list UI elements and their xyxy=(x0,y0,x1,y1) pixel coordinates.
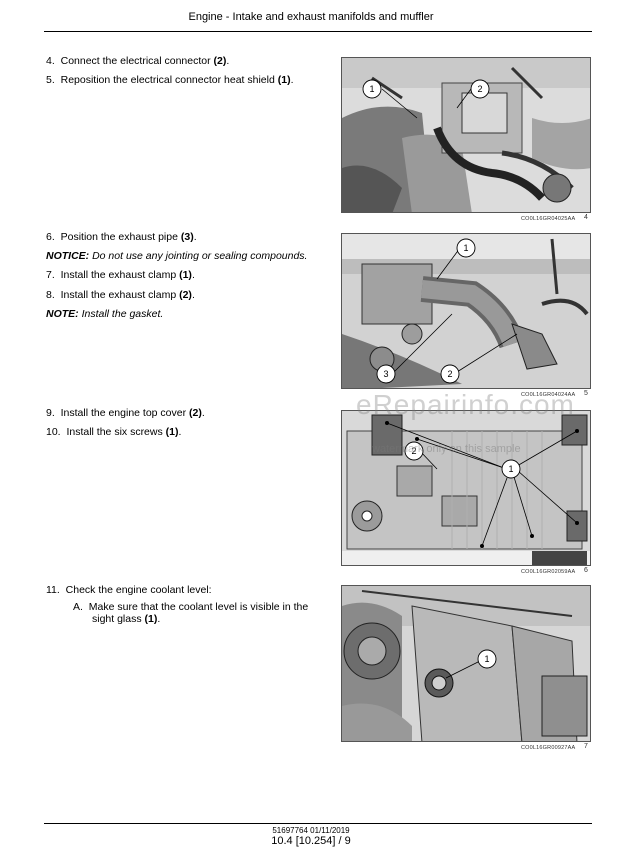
figure-4-electrical-connector: 1 2 xyxy=(341,57,591,213)
svg-text:1: 1 xyxy=(484,654,489,664)
watermark-text: eRepairinfo.com xyxy=(356,389,575,420)
document-id-date: 51697764 01/11/2019 xyxy=(272,826,350,835)
svg-text:2: 2 xyxy=(447,369,452,379)
header-divider xyxy=(44,31,592,32)
callout-2: 2 xyxy=(456,79,490,109)
figure-4-number: 4 xyxy=(584,214,588,221)
note-install-gasket: NOTE: Install the gasket. xyxy=(46,308,164,320)
svg-text:2: 2 xyxy=(411,446,416,456)
step-7: 7. Install the exhaust clamp (1). xyxy=(46,269,195,281)
figure-7-code: CO0L16GR00927AA xyxy=(521,745,576,751)
callout-1: 1 xyxy=(436,238,476,280)
step-9: 9. Install the engine top cover (2). xyxy=(46,407,205,419)
callout-2: 2 xyxy=(404,441,438,470)
page-number: 10.4 [10.254] / 9 xyxy=(271,835,351,847)
step-10: 10. Install the six screws (1). xyxy=(46,426,182,438)
callout-3: 3 xyxy=(376,313,453,384)
figure-5-number: 5 xyxy=(584,390,588,397)
notice-no-sealing: NOTICE: Do not use any jointing or seali… xyxy=(46,250,308,262)
step-11-a: A. Make sure that the coolant level is v… xyxy=(73,601,309,613)
callout-1: 1 xyxy=(445,649,497,679)
figure-7-number: 7 xyxy=(584,743,588,750)
svg-text:2: 2 xyxy=(477,84,482,94)
step-5: 5. Reposition the electrical connector h… xyxy=(46,74,294,86)
figure-4-code: CO0L16GR04025AA xyxy=(521,216,576,222)
figure-6-number: 6 xyxy=(584,567,588,574)
svg-text:1: 1 xyxy=(463,243,468,253)
figure-6-code: CO0L16GR02059AA xyxy=(521,569,576,575)
step-4: 4. Connect the electrical connector (2). xyxy=(46,55,230,67)
figure-5-exhaust-pipe: 1 3 2 xyxy=(341,233,591,389)
figure-5-code: CO0L16GR04024AA xyxy=(521,392,576,398)
step-11: 11. Check the engine coolant level: xyxy=(46,584,212,596)
footer-divider xyxy=(44,823,592,824)
watermark-subtext: watermark only on this sample xyxy=(372,443,521,455)
figure-7-coolant-sight-glass: 1 xyxy=(341,585,591,742)
step-11-a-cont: sight glass (1). xyxy=(92,613,161,625)
svg-text:1: 1 xyxy=(369,84,374,94)
callout-2: 2 xyxy=(440,333,518,384)
page-header: Engine - Intake and exhaust manifolds an… xyxy=(188,11,434,23)
callout-1: 1 xyxy=(386,422,578,547)
step-8: 8. Install the exhaust clamp (2). xyxy=(46,289,195,301)
figure-6-engine-top-cover: 2 1 xyxy=(341,410,591,566)
svg-text:1: 1 xyxy=(508,464,513,474)
step-6: 6. Position the exhaust pipe (3). xyxy=(46,231,197,243)
svg-text:3: 3 xyxy=(383,369,388,379)
callout-1: 1 xyxy=(362,79,418,119)
